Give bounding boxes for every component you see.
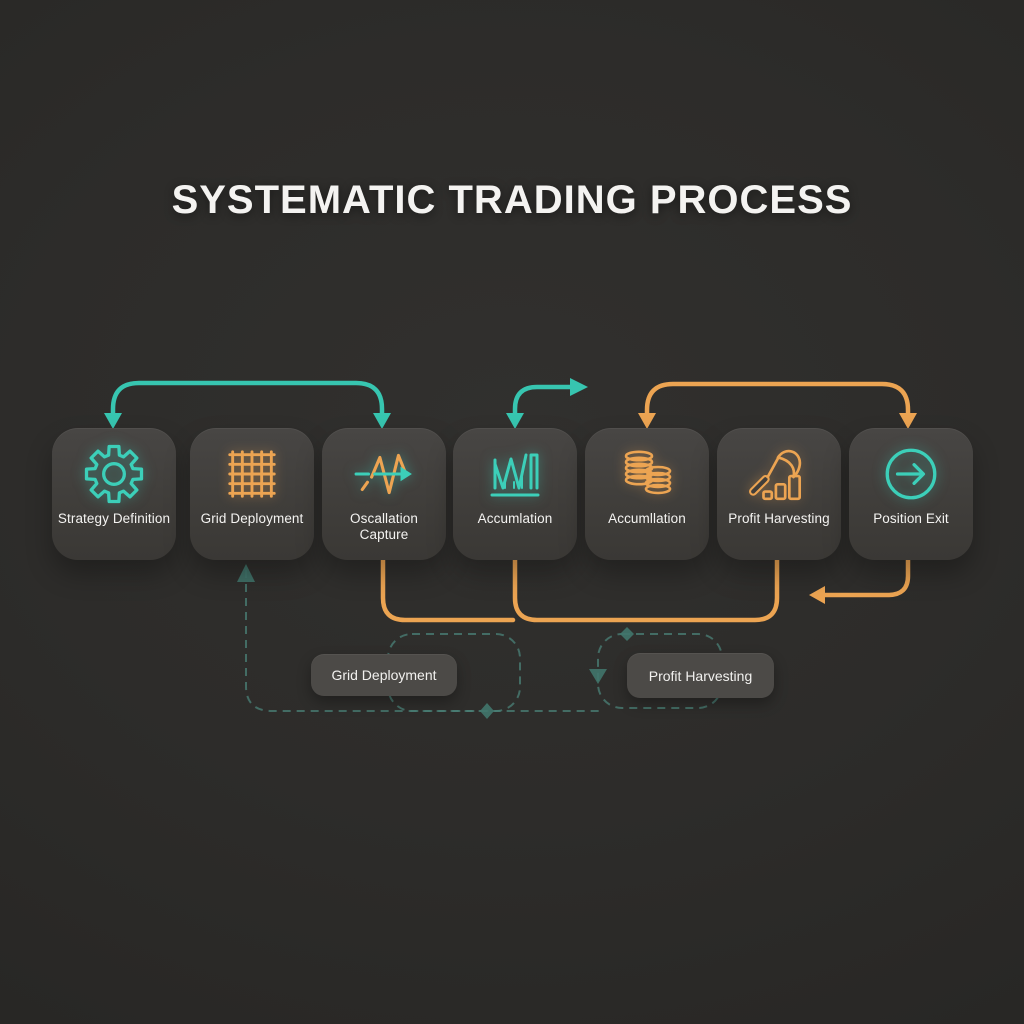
stage-label: Accumllation [608,511,686,526]
stage-label: Strategy Definition [57,511,171,526]
coin-stacks-icon [617,441,677,507]
stage-label: Profit Harvesting [728,511,830,526]
stage-card-position-exit: Position Exit [849,428,973,560]
stage-card-accumllation: Accumllation [585,428,709,560]
callout-grid-deployment: Grid Deployment [311,654,457,696]
orange-drop-connector [380,557,516,623]
circle-arrow-icon [880,441,942,507]
teal-hook-connector [506,378,588,429]
callout-label: Profit Harvesting [648,667,753,684]
callout-profit-harvesting: Profit Harvesting [627,653,774,698]
callout-label: Grid Deployment [331,667,437,683]
stage-card-strategy-definition: Strategy Definition [52,428,176,560]
stage-card-grid-deployment: Grid Deployment [190,428,314,560]
stage-label: Oscallation Capture [350,511,418,543]
orange-u-connector [512,557,780,623]
stage-label: Grid Deployment [200,511,304,526]
oscillation-wave-icon [353,441,415,507]
gear-icon [83,441,145,507]
stage-card-oscillation-capture: Oscallation Capture [322,428,446,560]
dashed-return-connector [237,564,600,712]
stage-label: Position Exit [873,511,949,526]
line-chart-icon [485,441,545,507]
scythe-bars-icon [748,441,810,507]
page-title: SYSTEMATIC TRADING PROCESS [171,178,853,222]
grid-icon [223,441,281,507]
stage-label: Accumlation [477,511,553,526]
teal-arc-connector [104,380,391,429]
orange-arc-connector [638,381,917,429]
stage-card-profit-harvesting: Profit Harvesting [717,428,841,560]
orange-hook-connector [809,557,911,604]
stage-card-accumlation: Accumlation [453,428,577,560]
